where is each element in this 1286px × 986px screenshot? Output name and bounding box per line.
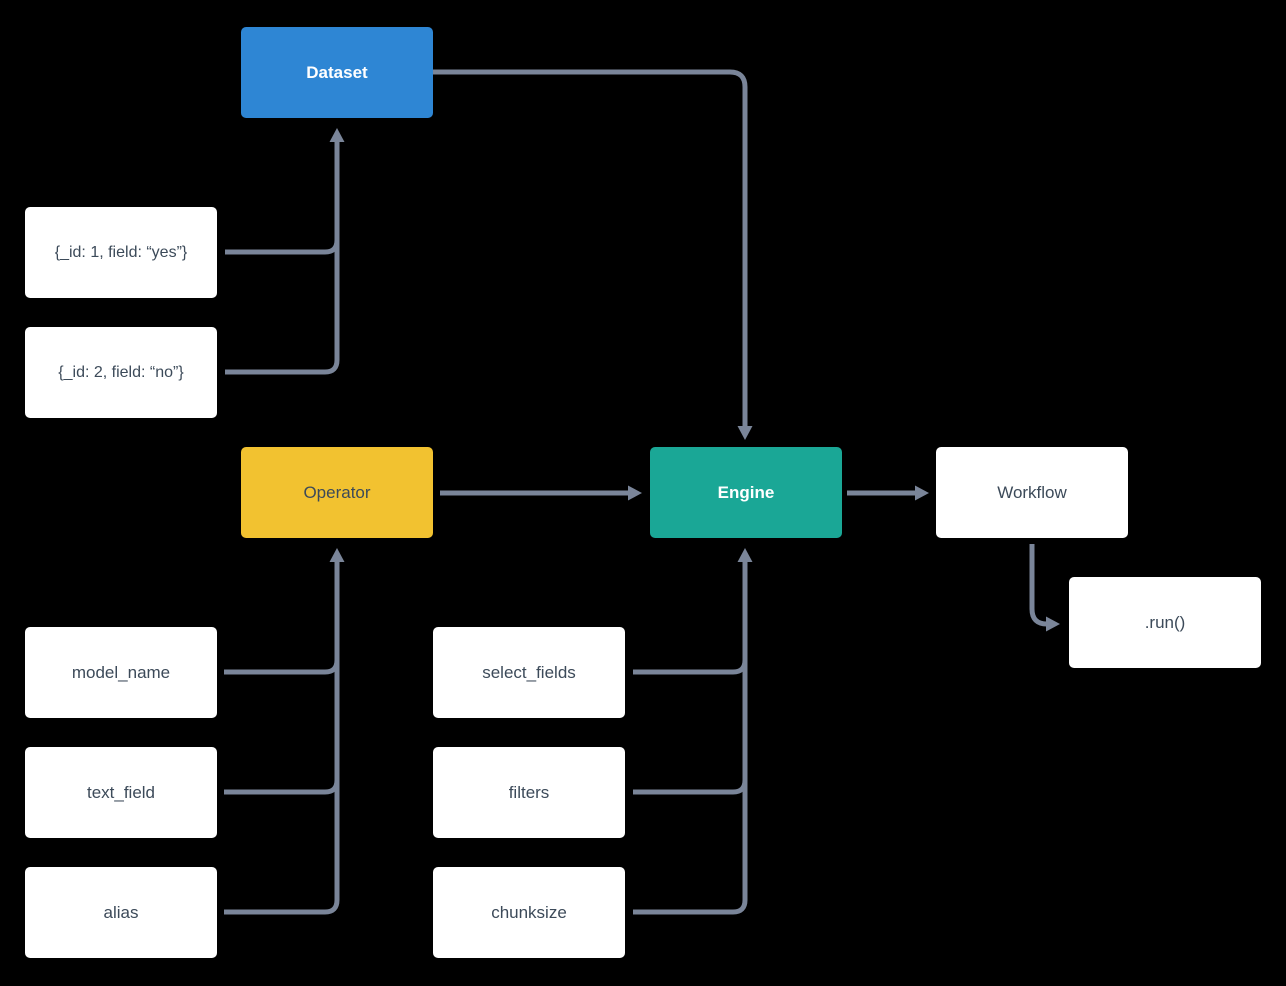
node-chunksize: chunksize xyxy=(433,867,625,958)
node-engine: Engine xyxy=(650,447,842,538)
edge-select-fields-to-engine xyxy=(633,659,748,675)
arrowhead-up-engine-bottom xyxy=(737,548,753,562)
arrowhead-right-engine xyxy=(628,485,642,501)
node-run: .run() xyxy=(1069,577,1261,668)
edge-text-field-to-operator xyxy=(224,779,340,795)
arrowhead-down-engine xyxy=(737,426,753,440)
node-select-fields: select_fields xyxy=(433,627,625,718)
node-record-2: {_id: 2, field: “no”} xyxy=(25,327,217,418)
node-dataset: Dataset xyxy=(241,27,433,118)
arrowhead-right-workflow xyxy=(915,485,929,501)
arrowhead-up-operator xyxy=(329,548,345,562)
edge-alias-to-operator xyxy=(224,562,340,915)
arrowhead-up-dataset xyxy=(329,128,345,142)
node-workflow: Workflow xyxy=(936,447,1128,538)
node-filters: filters xyxy=(433,747,625,838)
arrowhead-right-run xyxy=(1046,616,1060,632)
edge-dataset-to-engine xyxy=(433,69,748,426)
edge-record1-to-dataset xyxy=(225,239,340,255)
node-alias: alias xyxy=(25,867,217,958)
node-record-1: {_id: 1, field: “yes”} xyxy=(25,207,217,298)
node-text-field: text_field xyxy=(25,747,217,838)
node-model-name: model_name xyxy=(25,627,217,718)
edge-filters-to-engine xyxy=(633,779,748,795)
node-operator: Operator xyxy=(241,447,433,538)
edge-chunksize-to-engine xyxy=(633,562,748,915)
edge-workflow-to-run xyxy=(1029,544,1048,627)
edge-model-name-to-operator xyxy=(224,659,340,675)
edge-record2-to-dataset xyxy=(225,142,340,375)
